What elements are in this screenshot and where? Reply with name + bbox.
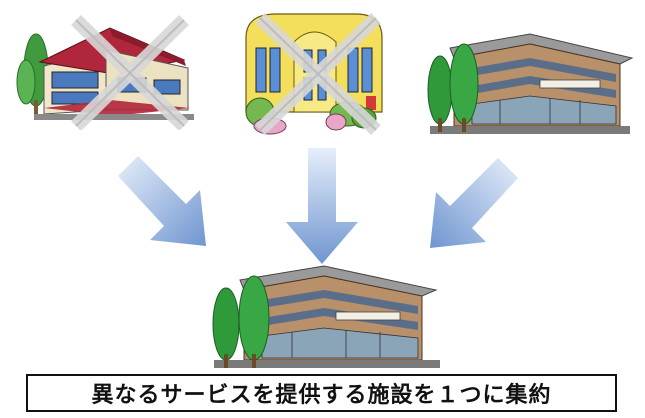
cross-mark-icon [255,12,381,136]
consolidated-building-illustration [212,265,440,368]
arrow-down-icon [286,148,358,264]
caption-box: 異なるサービスを提供する施設を１つに集約 [26,374,617,412]
house-building-illustration [16,15,194,130]
brown-building-illustration [427,33,634,134]
caption-text: 異なるサービスを提供する施設を１つに集約 [91,383,552,408]
arrow-down-right-icon [118,156,206,246]
tree-icon [212,275,270,368]
tree-icon [427,43,479,132]
cross-mark-icon [71,15,189,130]
tree-icon [16,33,49,114]
yellow-building-illustration [245,12,383,136]
arrow-down-left-icon [430,158,518,248]
